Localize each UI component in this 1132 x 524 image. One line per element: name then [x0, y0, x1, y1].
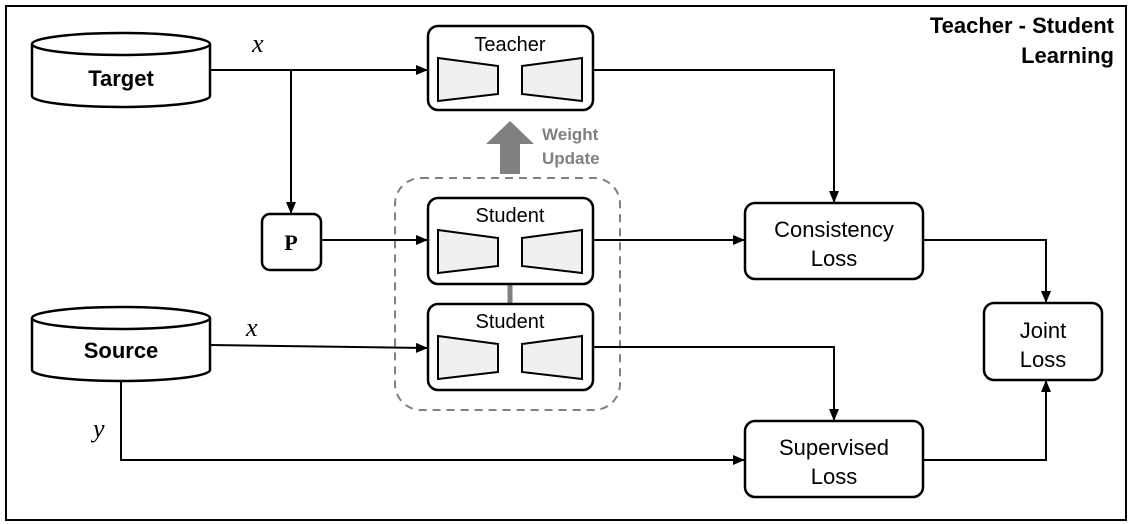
teacher-model: Teacher — [426, 24, 595, 112]
supervised-loss-line1: Supervised — [779, 435, 889, 460]
x-target-label: x — [251, 29, 264, 58]
source-label: Source — [84, 338, 159, 363]
x-source-label: x — [245, 313, 258, 342]
student-top-encoder — [437, 228, 499, 275]
student-group-border — [394, 177, 621, 411]
target-label: Target — [88, 66, 154, 91]
joint-loss-line2: Loss — [1020, 347, 1066, 372]
student-bottom-label: Student — [476, 311, 545, 333]
student-bottom-encoder — [437, 334, 499, 381]
arrow-supervised-to-joint — [923, 380, 1051, 461]
perturbation-label: P — [284, 230, 297, 255]
arrow-student-to-supervised — [593, 346, 839, 421]
student-model-top: Student — [426, 196, 595, 286]
source-database: Source — [30, 305, 212, 383]
weight-update-line1: Weight — [542, 125, 599, 144]
student-top-label: Student — [476, 205, 545, 227]
teacher-label: Teacher — [474, 34, 545, 56]
weight-update-arrow — [486, 121, 534, 174]
student-top-decoder — [521, 228, 583, 275]
teacher-encoder — [437, 56, 499, 103]
consistency-loss-line2: Loss — [811, 246, 857, 271]
perturbation-box: P — [260, 212, 323, 272]
student-bottom-decoder — [521, 334, 583, 381]
diagram-title-line2: Learning — [1021, 43, 1114, 68]
joint-loss-line1: Joint — [1020, 318, 1066, 343]
y-source-label: y — [90, 414, 105, 443]
student-model-bottom: Student — [426, 302, 595, 392]
consistency-loss-line1: Consistency — [774, 217, 894, 242]
consistency-loss-box: Consistency Loss — [743, 201, 925, 281]
supervised-loss-box: Supervised Loss — [743, 419, 925, 499]
arrow-teacher-to-consistency — [593, 69, 839, 203]
diagram-title-line1: Teacher - Student — [930, 13, 1115, 38]
weight-update-line2: Update — [542, 149, 600, 168]
teacher-decoder — [521, 56, 583, 103]
outer-frame — [5, 5, 1127, 521]
supervised-loss-line2: Loss — [811, 464, 857, 489]
joint-loss-box: Joint Loss — [982, 301, 1104, 382]
arrow-source-to-student — [209, 342, 428, 353]
arrow-y-to-supervised — [120, 381, 745, 465]
target-database: Target — [30, 31, 212, 109]
arrow-consistency-to-joint — [923, 239, 1051, 303]
